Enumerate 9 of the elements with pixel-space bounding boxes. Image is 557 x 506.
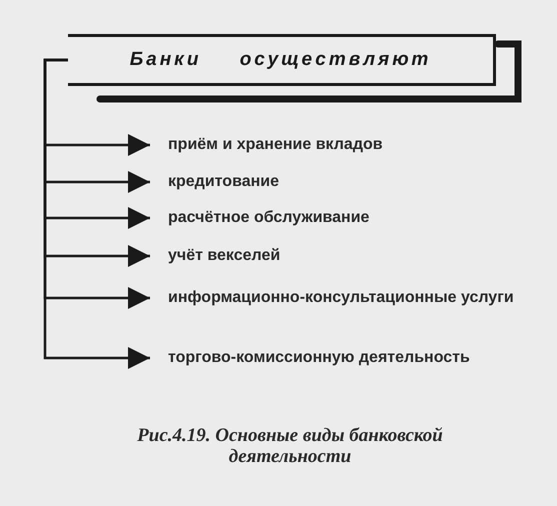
item-text: учёт векселей — [168, 246, 528, 266]
arrow — [44, 58, 150, 369]
figure-caption: Рис.4.19. Основные виды банковской деятельности — [136, 425, 444, 467]
item-text: расчётное обслуживание — [168, 208, 528, 228]
item-text: кредитование — [168, 172, 528, 192]
item-text: торгово-комиссионную деятельность — [168, 348, 528, 388]
item-text: информационно-консультационные услуги — [168, 288, 528, 328]
heading-box: Банки осуществляют — [68, 34, 496, 86]
item-text: приём и хранение вкладов — [168, 135, 528, 155]
